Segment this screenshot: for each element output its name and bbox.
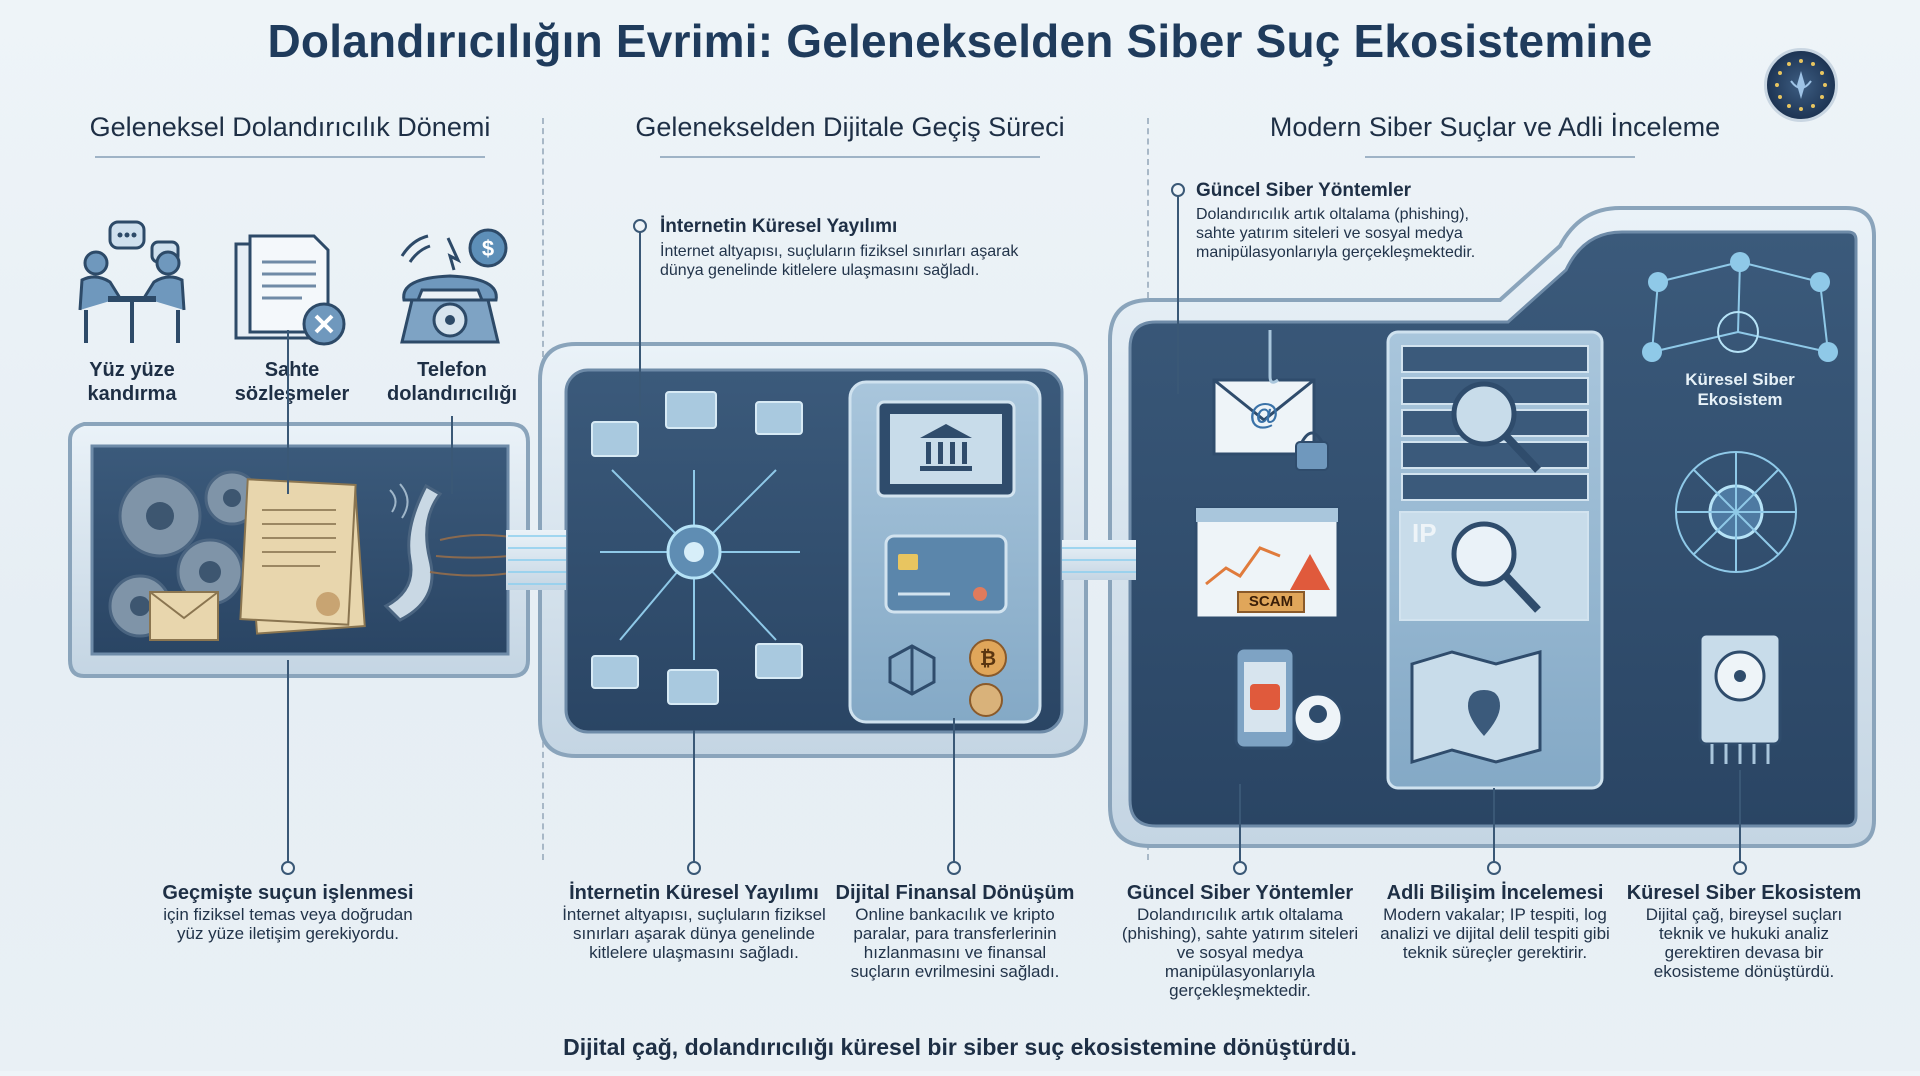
bottom-item-past: Geçmişte suçun işlenmesi için fiziksel t… [150,882,426,943]
bottom-item-title: Geçmişte suçun işlenmesi [162,882,414,904]
traditional-panel [68,422,530,678]
telephone-icon: $ [390,226,510,350]
svg-text:@: @ [1249,398,1278,431]
callout-cyber-title: Güncel Siber Yöntemler [1196,180,1412,201]
bottom-item-title: Küresel Siber Ekosistem [1626,882,1862,904]
bottom-item-title: İnternetin Küresel Yayılımı [569,882,819,904]
fake-document-icon [232,232,352,348]
section-divider [542,660,544,860]
bottom-item-text: için fiziksel temas veya doğrudan yüz yü… [163,905,413,943]
transition-panel: ₿ [506,342,1088,758]
section-divider [1147,118,1149,298]
bottom-item-title: Adli Bilişim İncelemesi [1386,882,1604,904]
bottom-item-internet: İnternetin Küresel Yayılımı İnternet alt… [560,882,828,962]
ip-label: IP [1412,518,1437,548]
scam-label: SCAM [1248,593,1294,610]
bottom-item-text: Dolandırıcılık artık oltalama (phishing)… [1121,905,1359,1000]
connector-dots [281,183,1747,875]
bottom-item-text: İnternet altyapısı, suçluların fiziksel … [562,905,826,962]
section-underline [660,156,1040,158]
label-phone-fraud: Telefon dolandırıcılığı [386,359,517,405]
bottom-item-text: Online bankacılık ve kripto paralar, par… [850,905,1060,981]
callout-cyber-text: Dolandırıcılık artık oltalama (phishing)… [1196,206,1476,261]
footer-conclusion: Dijital çağ, dolandırıcılığı küresel bir… [563,1034,1357,1060]
section-divider [542,118,544,438]
svg-text:₿: ₿ [980,648,996,670]
bottom-item-forensics: Adli Bilişim İncelemesi Modern vakalar; … [1380,882,1610,962]
connector-lines [287,192,1741,868]
bottom-item-title: Güncel Siber Yöntemler [1126,882,1354,904]
ecosystem-panel-label: Küresel Siber Ekosistem [1685,370,1795,409]
section-underline [95,156,485,158]
bottom-item-ecosystem: Küresel Siber Ekosistem Dijital çağ, bir… [1624,882,1864,981]
callout-internet-text: İnternet altyapısı, suçluların fiziksel … [660,243,1019,279]
bottom-item-text: Dijital çağ, bireysel suçları teknik ve … [1645,905,1843,981]
callout-internet-title: İnternetin Küresel Yayılımı [660,216,898,237]
bottom-item-finance: Dijital Finansal Dönüşüm Online bankacıl… [832,882,1078,981]
section-title-traditional: Geleneksel Dolandırıcılık Dönemi [89,112,491,142]
emblem-icon [1764,48,1838,122]
page-title: Dolandırıcılığın Evrimi: Gelenekselden S… [267,15,1653,67]
meeting-people-icon [72,218,192,348]
svg-text:$: $ [482,236,494,261]
modern-panel: @ [1062,206,1876,848]
bottom-item-title: Dijital Finansal Dönüşüm [835,882,1075,904]
bottom-item-text: Modern vakalar; IP tespiti, log analizi … [1380,905,1610,962]
section-title-transition: Gelenekselden Dijitale Geçiş Süreci [635,112,1065,142]
label-fake-contracts: Sahte sözleşmeler [234,359,350,405]
section-title-modern: Modern Siber Suçlar ve Adli İnceleme [1269,112,1721,142]
bottom-item-cyber: Güncel Siber Yöntemler Dolandırıcılık ar… [1112,882,1368,1000]
label-face-to-face: Yüz yüze kandırma [87,359,177,405]
section-underline [1365,156,1635,158]
